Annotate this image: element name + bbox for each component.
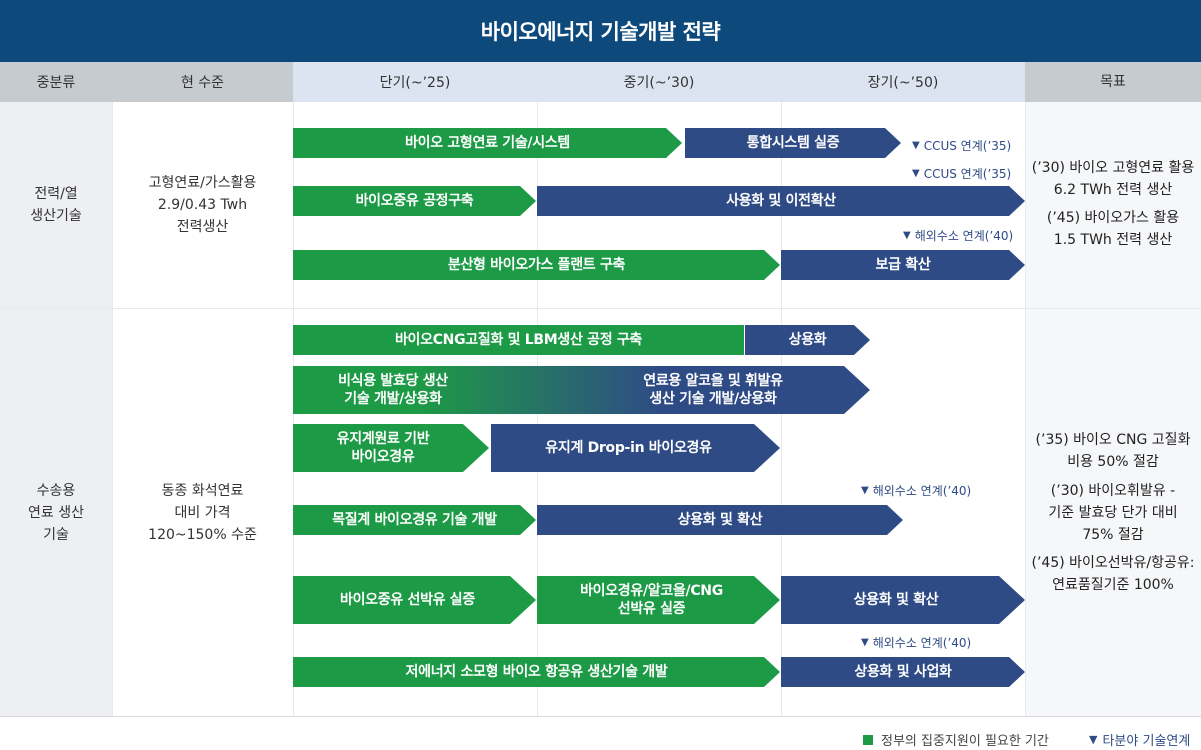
- bar-solid-fuel-system: 바이오 고형연료 기술/시스템: [293, 128, 682, 158]
- legend-link: ▼ 타분야 기술연계: [1089, 730, 1190, 749]
- bar-ship-commercialization: 상용화 및 확산: [781, 576, 1025, 624]
- category-transport-fuel: 수송용 연료 생산 기술: [28, 482, 84, 543]
- header-short-term: 단기(~’25): [293, 62, 537, 102]
- bar-bio-heavy-oil-process: 바이오중유 공정구축: [293, 186, 536, 216]
- header-mid-term: 중기(~’30): [537, 62, 781, 102]
- legend-green: 정부의 집중지원이 필요한 기간: [863, 730, 1049, 749]
- triangle-down-icon: ▼: [861, 485, 869, 496]
- header-long-term: 장기(~’50): [781, 62, 1025, 102]
- bar-lipid-biodiesel: 유지계원료 기반 바이오경유: [293, 424, 489, 472]
- divider: [1025, 102, 1026, 716]
- triangle-down-icon: ▼: [903, 230, 911, 241]
- current-level-power: 고형연료/가스활용 2.9/0.43 Twh 전력생산: [148, 175, 257, 235]
- goal-ship-jet-fuel: (’45) 바이오선박유/항공유: 연료품질기준 100%: [1031, 555, 1195, 593]
- linkage-note: ▼해외수소 연계(’40): [903, 229, 1014, 243]
- goal-solid-fuel: (’30) 바이오 고형연료 활용 6.2 TWh 전력 생산: [1031, 160, 1195, 198]
- bar-jet-commercialization: 상용화 및 사업화: [781, 657, 1025, 687]
- goal-bio-gasoline: (’30) 바이오휘발유 - 기준 발효당 단가 대비 75% 절감: [1048, 483, 1178, 543]
- current-level-transport: 동종 화석연료 대비 가격 120~150% 수준: [148, 482, 257, 543]
- linkage-note: ▼CCUS 연계(’35): [912, 139, 1012, 153]
- title-bar: 바이오에너지 기술개발 전략: [0, 0, 1201, 62]
- legend-green-label: 정부의 집중지원이 필요한 기간: [881, 734, 1049, 749]
- bar-commercialization-expansion: 상용화 및 확산: [537, 505, 903, 535]
- bar-sugar-alcohol-fuel: 비식용 발효당 생산 기술 개발/상용화 연료용 알코올 및 휘발유 생산 기술…: [293, 366, 870, 414]
- bar-dropin-biodiesel: 유지계 Drop-in 바이오경유: [491, 424, 780, 472]
- triangle-down-icon: ▼: [861, 637, 869, 648]
- goal-column-bg: [1025, 102, 1201, 716]
- triangle-down-icon: ▼: [912, 168, 920, 179]
- green-square-icon: [863, 734, 873, 745]
- bar-integrated-system-demo: 통합시스템 실증: [685, 128, 901, 158]
- divider: [112, 102, 113, 716]
- header-current: 현 수준: [112, 62, 293, 102]
- linkage-note: ▼해외수소 연계(’40): [861, 636, 972, 650]
- bar-bio-cng-lbm: 바이오CNG고질화 및 LBM생산 공정 구축: [293, 325, 744, 355]
- bar-distributed-biogas-plant: 분산형 바이오가스 플랜트 구축: [293, 250, 780, 280]
- bar-bio-heavy-oil-ship: 바이오중유 선박유 실증: [293, 576, 536, 624]
- linkage-note: ▼CCUS 연계(’35): [912, 167, 1012, 181]
- bottom-divider: [0, 716, 1201, 717]
- page-title: 바이오에너지 기술개발 전략: [480, 20, 721, 44]
- row-divider: [0, 308, 1201, 309]
- bar-text-sugar: 비식용 발효당 생산 기술 개발/상용화: [338, 373, 448, 407]
- bar-woody-biodiesel: 목질계 바이오경유 기술 개발: [293, 505, 536, 535]
- category-column-bg: [0, 102, 112, 716]
- category-power-heat: 전력/열 생산기술: [30, 186, 82, 224]
- goal-biogas: (’45) 바이오가스 활용 1.5 TWh 전력 생산: [1046, 210, 1180, 248]
- linkage-note: ▼해외수소 연계(’40): [861, 484, 972, 498]
- legend-link-label: 타분야 기술연계: [1102, 734, 1191, 749]
- triangle-down-icon: ▼: [1089, 733, 1098, 746]
- bar-commercialization: 상용화: [745, 325, 870, 355]
- header-goal: 목표: [1025, 62, 1201, 102]
- goal-bio-cng: (’35) 바이오 CNG 고질화 비용 50% 절감: [1035, 432, 1191, 470]
- triangle-down-icon: ▼: [912, 140, 920, 151]
- bar-bio-jet-fuel: 저에너지 소모형 바이오 항공유 생산기술 개발: [293, 657, 780, 687]
- bar-commercialization-transfer: 사용화 및 이전확산: [537, 186, 1025, 216]
- bar-deployment-expansion: 보급 확산: [781, 250, 1025, 280]
- header-category: 중분류: [0, 62, 112, 102]
- bar-ship-fuel-demo: 바이오경유/알코올/CNG 선박유 실증: [537, 576, 780, 624]
- bar-text-alcohol: 연료용 알코올 및 휘발유 생산 기술 개발/상용화: [643, 373, 783, 407]
